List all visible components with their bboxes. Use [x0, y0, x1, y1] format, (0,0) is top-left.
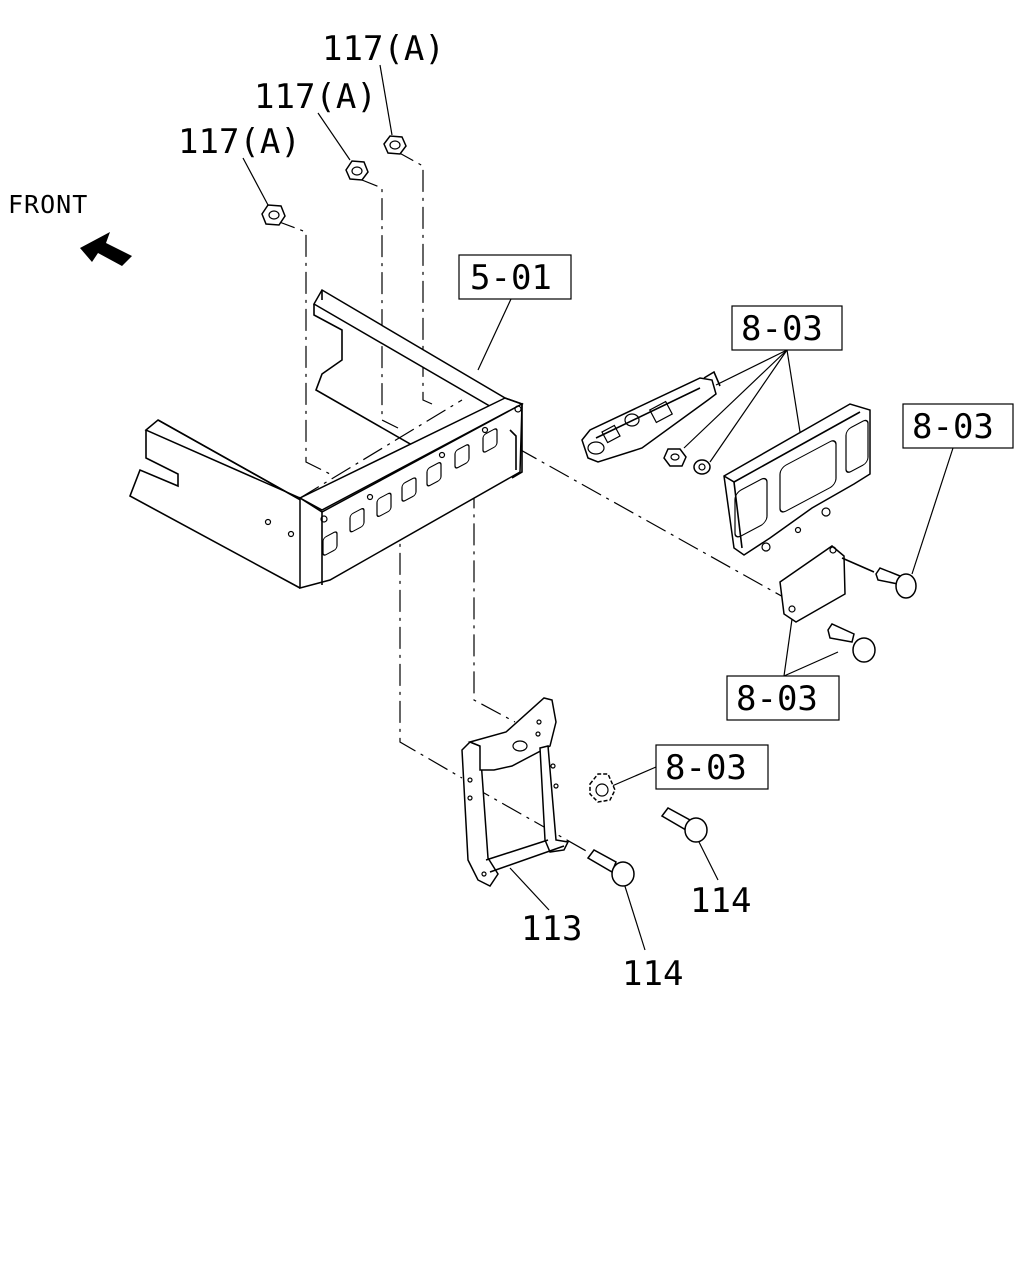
- small-plate: [779, 545, 846, 623]
- ref-label-8-03-top: 8-03: [741, 309, 823, 349]
- front-arrow-icon: [80, 232, 132, 266]
- label-113: 113: [521, 909, 582, 949]
- ref-box-8-03-right: 8-03: [902, 403, 1014, 449]
- bolt-114-right: [660, 807, 708, 843]
- dome-cap-8-03: [589, 773, 616, 803]
- ref-label-5-01: 5-01: [470, 258, 552, 298]
- support-arm: [581, 370, 721, 463]
- frame-assembly: [129, 288, 524, 589]
- ref-box-8-03-top: 8-03: [731, 305, 843, 351]
- small-nut-8-03: [663, 448, 687, 467]
- front-label: FRONT: [8, 190, 88, 219]
- ref-box-5-01: 5-01: [458, 254, 572, 300]
- ref-label-8-03-right: 8-03: [912, 407, 994, 447]
- bracket-113: [461, 697, 570, 887]
- nut-117a-top: [383, 135, 407, 155]
- leader-lines: [242, 64, 954, 951]
- label-117a-mid: 117(A): [254, 77, 377, 117]
- ref-box-8-03-lower: 8-03: [726, 675, 840, 721]
- ref-label-8-03-lower: 8-03: [736, 679, 818, 719]
- label-117a-top: 117(A): [322, 29, 445, 69]
- bolt-8-03-upper: [841, 557, 917, 599]
- label-117a-left: 117(A): [178, 122, 301, 162]
- label-114-right: 114: [690, 881, 751, 921]
- bolt-114-lower: [586, 849, 635, 887]
- washer-8-03: [693, 459, 711, 475]
- label-114-lower: 114: [622, 954, 683, 994]
- ref-box-8-03-cap: 8-03: [655, 744, 769, 790]
- bolt-8-03-lower: [827, 623, 876, 663]
- mounting-plate: [723, 403, 871, 556]
- ref-label-8-03-cap: 8-03: [665, 748, 747, 788]
- nut-117a-mid: [345, 160, 369, 181]
- nut-117a-left: [261, 204, 286, 226]
